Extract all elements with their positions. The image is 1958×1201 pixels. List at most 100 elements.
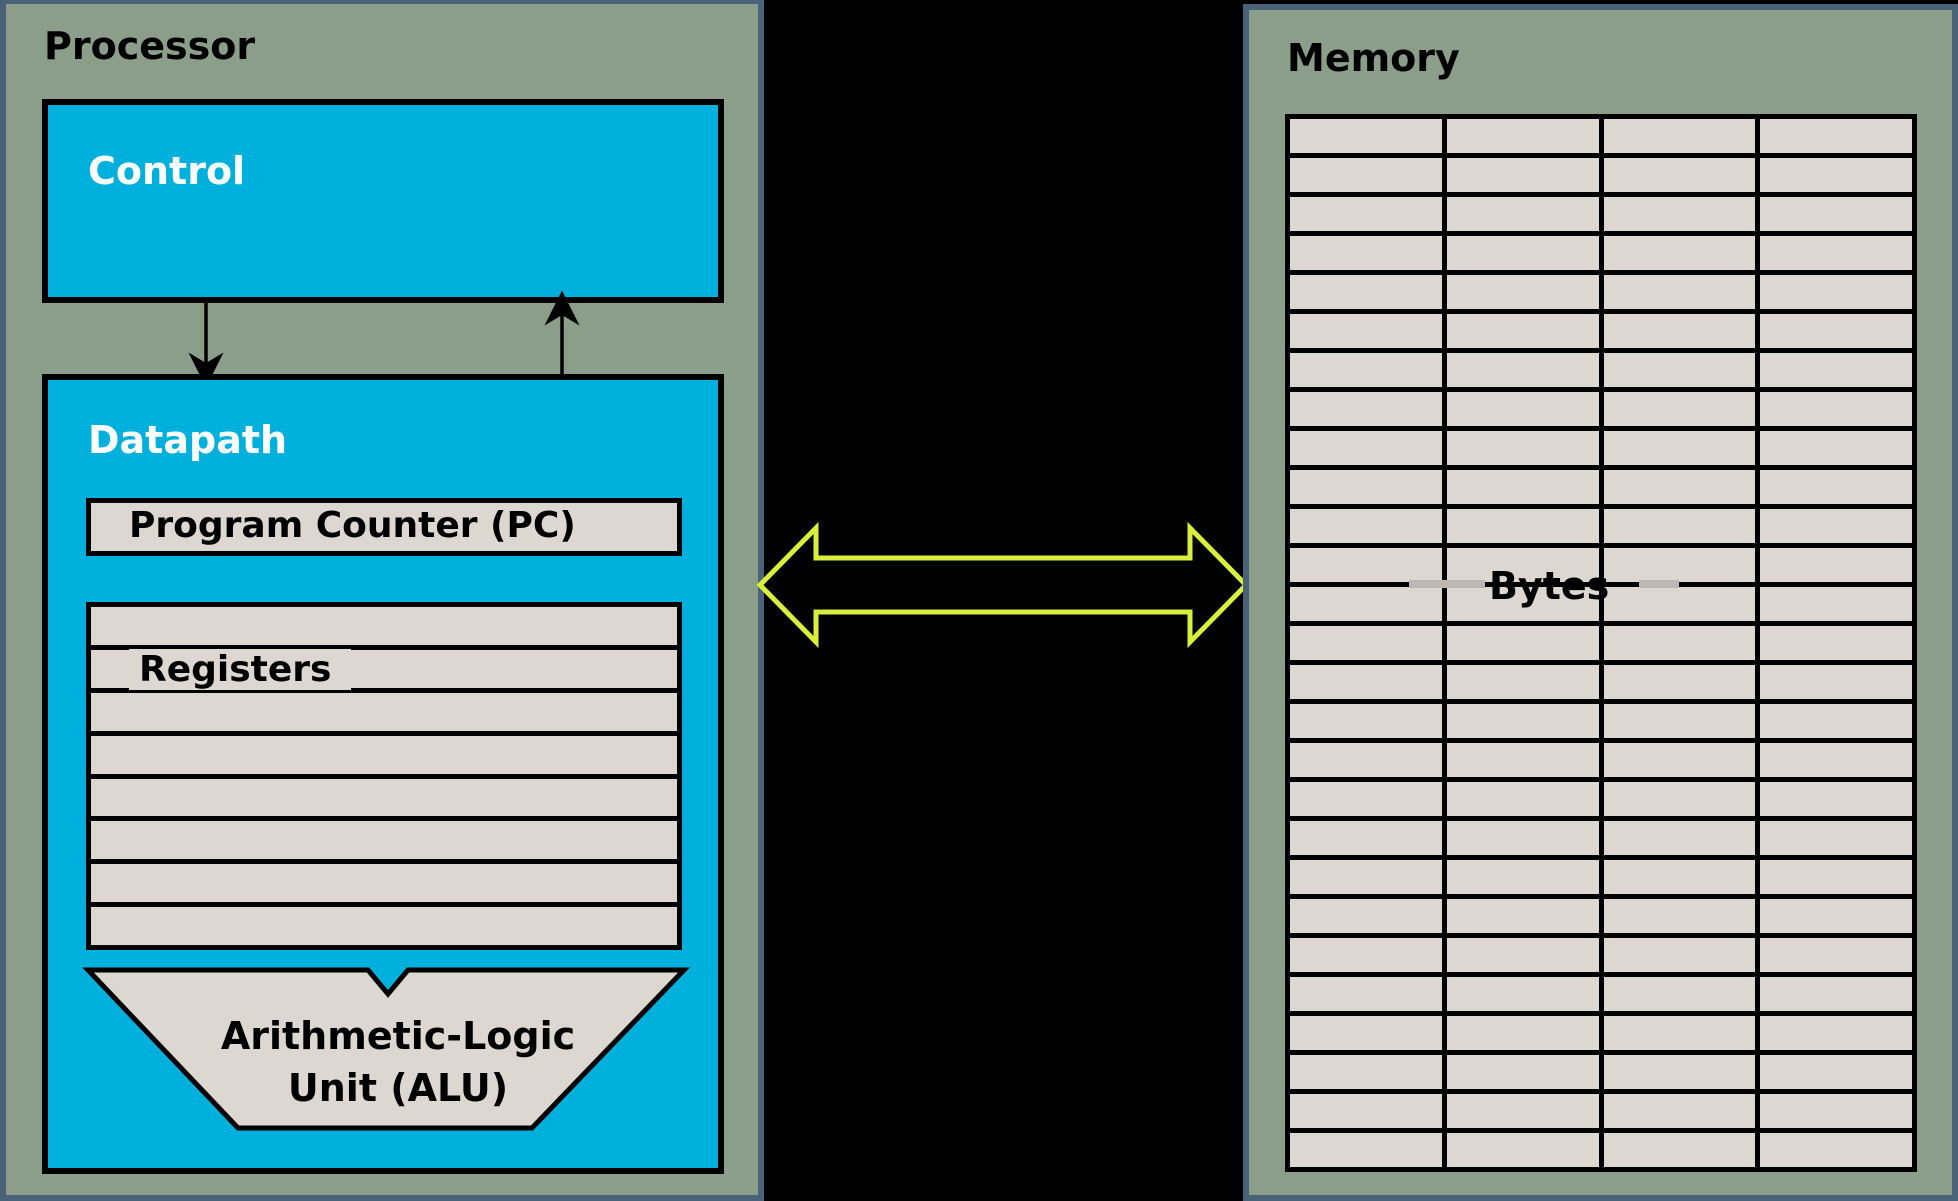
memory-byte-cell	[1290, 587, 1442, 621]
program-counter-box: Program Counter (PC)	[86, 498, 682, 556]
memory-byte-cell	[1290, 860, 1442, 894]
memory-byte-cell	[1603, 704, 1756, 738]
memory-byte-cell	[1446, 821, 1599, 855]
memory-byte-cell	[1290, 158, 1442, 192]
memory-byte-cell	[1760, 353, 1912, 387]
memory-byte-cell	[1290, 1016, 1442, 1050]
memory-byte-cell	[1290, 353, 1442, 387]
memory-byte-cell	[1446, 626, 1599, 660]
memory-byte-cell	[1760, 1133, 1912, 1167]
alu-shape	[82, 967, 690, 1131]
control-title: Control	[88, 149, 246, 193]
memory-byte-cell	[1760, 821, 1912, 855]
memory-byte-cell	[1290, 626, 1442, 660]
program-counter-label: Program Counter (PC)	[129, 505, 576, 546]
memory-byte-cell	[1603, 119, 1756, 153]
register-row	[91, 864, 677, 903]
control-box: Control	[42, 99, 724, 303]
processor-title: Processor	[44, 24, 256, 68]
memory-byte-cell	[1446, 938, 1599, 972]
register-row	[91, 735, 677, 774]
memory-panel: Memory Bytes	[1243, 4, 1958, 1201]
memory-byte-cell	[1760, 548, 1912, 582]
memory-byte-cell	[1446, 509, 1599, 543]
memory-byte-cell	[1290, 275, 1442, 309]
memory-byte-cell	[1446, 236, 1599, 270]
memory-byte-cell	[1603, 782, 1756, 816]
memory-byte-cell	[1760, 743, 1912, 777]
memory-byte-cell	[1760, 977, 1912, 1011]
memory-byte-cell	[1446, 275, 1599, 309]
memory-byte-cell	[1760, 938, 1912, 972]
memory-byte-cell	[1760, 314, 1912, 348]
memory-byte-cell	[1603, 1016, 1756, 1050]
memory-byte-cell	[1603, 197, 1756, 231]
memory-byte-cell	[1603, 821, 1756, 855]
memory-byte-cell	[1760, 1094, 1912, 1128]
memory-byte-cell	[1603, 509, 1756, 543]
control-datapath-arrows	[188, 290, 580, 388]
register-row	[91, 692, 677, 731]
memory-byte-cell	[1760, 626, 1912, 660]
alu-label-line1: Arithmetic-Logic	[220, 1014, 576, 1058]
memory-byte-cell	[1290, 704, 1442, 738]
memory-byte-cell	[1603, 938, 1756, 972]
memory-byte-cell	[1760, 236, 1912, 270]
memory-byte-cell	[1446, 782, 1599, 816]
register-row	[91, 907, 677, 945]
memory-byte-cell	[1603, 392, 1756, 426]
memory-byte-cell	[1603, 548, 1756, 582]
memory-byte-cell	[1603, 431, 1756, 465]
memory-byte-cell	[1290, 1055, 1442, 1089]
memory-byte-cell	[1446, 470, 1599, 504]
memory-byte-cell	[1290, 743, 1442, 777]
register-row	[91, 607, 677, 645]
memory-byte-cell	[1603, 860, 1756, 894]
alu-label: Arithmetic-Logic Unit (ALU)	[128, 1010, 668, 1114]
memory-byte-cell	[1760, 431, 1912, 465]
bytes-pointer-line	[1639, 580, 1679, 588]
memory-byte-cell	[1603, 977, 1756, 1011]
memory-byte-cell	[1446, 587, 1599, 621]
datapath-box: Datapath Program Counter (PC) Registers …	[42, 374, 724, 1174]
memory-byte-cell	[1760, 665, 1912, 699]
memory-byte-cell	[1290, 977, 1442, 1011]
register-row	[91, 821, 677, 860]
memory-byte-cell	[1446, 899, 1599, 933]
memory-byte-cell	[1760, 860, 1912, 894]
memory-byte-cell	[1760, 899, 1912, 933]
memory-byte-cell	[1446, 314, 1599, 348]
memory-byte-cell	[1290, 1094, 1442, 1128]
memory-byte-cell	[1290, 782, 1442, 816]
memory-title: Memory	[1287, 36, 1460, 80]
memory-byte-cell	[1446, 353, 1599, 387]
memory-byte-cell	[1290, 821, 1442, 855]
alu-label-line2: Unit (ALU)	[287, 1066, 509, 1110]
memory-byte-cell	[1603, 899, 1756, 933]
memory-byte-cell	[1603, 1055, 1756, 1089]
memory-byte-cell	[1290, 938, 1442, 972]
memory-byte-cell	[1290, 119, 1442, 153]
bytes-pointer-line	[1409, 580, 1485, 588]
memory-byte-cell	[1603, 470, 1756, 504]
memory-byte-cell	[1290, 899, 1442, 933]
memory-byte-cell	[1603, 314, 1756, 348]
datapath-title: Datapath	[88, 418, 288, 462]
memory-byte-cell	[1290, 1133, 1442, 1167]
memory-byte-cell	[1290, 548, 1442, 582]
memory-byte-cell	[1760, 197, 1912, 231]
memory-byte-cell	[1603, 158, 1756, 192]
memory-byte-cell	[1290, 314, 1442, 348]
memory-byte-cell	[1760, 119, 1912, 153]
memory-byte-cell	[1290, 665, 1442, 699]
registers-block: Registers	[86, 602, 682, 950]
memory-byte-cell	[1760, 275, 1912, 309]
memory-byte-cell	[1446, 704, 1599, 738]
memory-byte-cell	[1290, 509, 1442, 543]
memory-byte-cell	[1603, 275, 1756, 309]
processor-panel: Processor Control Datapath Program Count…	[0, 0, 764, 1201]
memory-byte-cell	[1446, 1055, 1599, 1089]
memory-byte-cell	[1446, 1133, 1599, 1167]
memory-byte-cell	[1760, 1055, 1912, 1089]
register-row	[91, 778, 677, 817]
